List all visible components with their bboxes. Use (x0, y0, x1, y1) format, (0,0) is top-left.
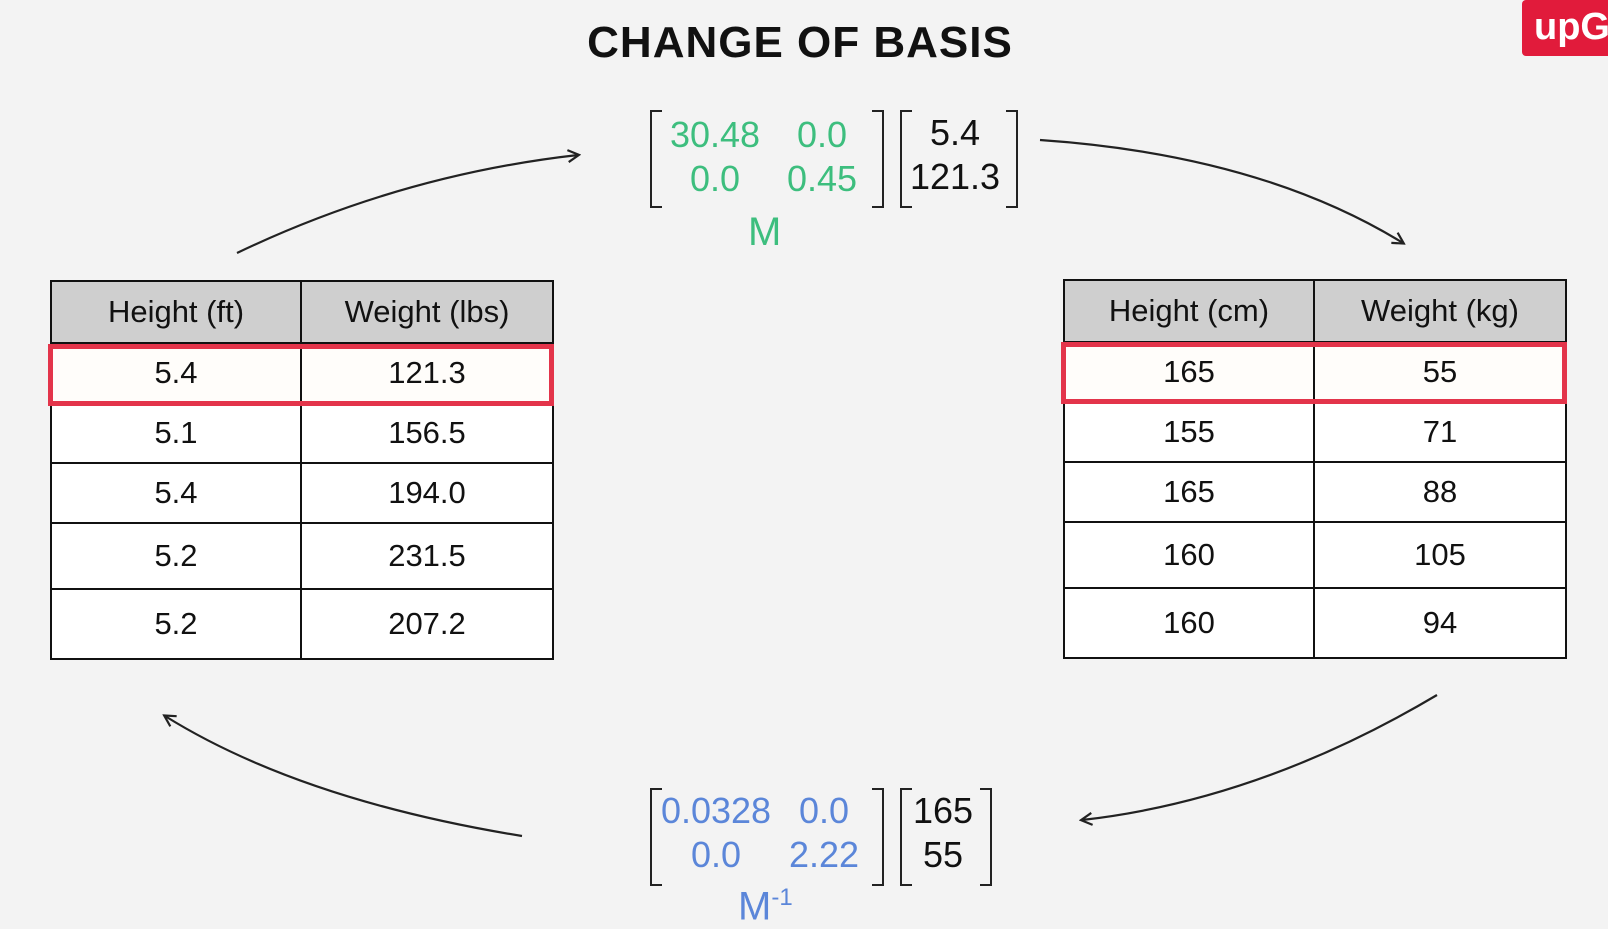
page-title: CHANGE OF BASIS (0, 18, 1608, 68)
title-text: CHANGE OF BASIS (587, 18, 1013, 67)
matrix-cell: 0.0328 (660, 790, 772, 831)
table-cell: 5.4 (50, 462, 302, 524)
matrix-bracket-left (650, 110, 662, 208)
matrix-cell: 0.0 (689, 158, 741, 199)
matrix-bracket-right (872, 788, 884, 886)
vector-bracket-right (1006, 110, 1018, 208)
matrix-cell: 30.48 (669, 114, 761, 155)
table-row: 5.4 194.0 (50, 462, 554, 524)
matrix-label: M-1 (738, 884, 793, 929)
table-row-highlighted: 5.4 121.3 (50, 342, 554, 404)
vector-bracket-right (980, 788, 992, 886)
table-cell: 121.3 (300, 342, 554, 404)
table-row: 160 94 (1063, 587, 1567, 659)
arrow-top-right (1039, 138, 1403, 243)
vector-bracket-left (900, 110, 912, 208)
table-cell: 165 (1063, 461, 1315, 523)
table-cell: 194.0 (300, 462, 554, 524)
arrow-bottom-left (165, 716, 523, 838)
matrix-cell: 0.0 (690, 834, 742, 875)
table-cell: 88 (1313, 461, 1567, 523)
table-row: 5.2 231.5 (50, 522, 554, 590)
vector-cell: 121.3 (909, 156, 1001, 197)
column-header: Weight (lbs) (300, 280, 554, 344)
table-cell: 165 (1063, 341, 1315, 403)
matrix-bracket-right (872, 110, 884, 208)
matrix-label-exponent: -1 (771, 884, 793, 911)
matrix-label-base: M (738, 884, 772, 929)
matrix-label: M (748, 210, 782, 254)
table-cell: 231.5 (300, 522, 554, 590)
table-metric: Height (cm) Weight (kg) 165 55 155 71 16… (1063, 279, 1567, 659)
table-row: 160 105 (1063, 521, 1567, 589)
table-header-row: Height (cm) Weight (kg) (1063, 279, 1567, 343)
table-cell: 160 (1063, 587, 1315, 659)
vector-cell: 55 (922, 834, 964, 875)
vector-bracket-left (900, 788, 912, 886)
table-cell: 155 (1063, 401, 1315, 463)
arrow-bottom-right (1082, 694, 1438, 820)
table-row-highlighted: 165 55 (1063, 341, 1567, 403)
table-cell: 156.5 (300, 402, 554, 464)
matrix-cell: 0.0 (796, 114, 848, 155)
matrix-cell: 0.0 (798, 790, 850, 831)
table-cell: 5.2 (50, 522, 302, 590)
table-cell: 5.1 (50, 402, 302, 464)
arrow-top-left (236, 155, 578, 254)
vector-cell: 5.4 (929, 112, 981, 153)
table-cell: 105 (1313, 521, 1567, 589)
column-header: Height (cm) (1063, 279, 1315, 343)
table-row: 165 88 (1063, 461, 1567, 523)
table-row: 5.1 156.5 (50, 402, 554, 464)
brand-logo: upG (1522, 0, 1608, 56)
table-cell: 71 (1313, 401, 1567, 463)
table-cell: 207.2 (300, 588, 554, 660)
column-header: Weight (kg) (1313, 279, 1567, 343)
table-cell: 5.2 (50, 588, 302, 660)
table-header-row: Height (ft) Weight (lbs) (50, 280, 554, 344)
matrix-cell: 2.22 (788, 834, 860, 875)
table-cell: 55 (1313, 341, 1567, 403)
table-cell: 160 (1063, 521, 1315, 589)
matrix-cell: 0.45 (786, 158, 858, 199)
column-header: Height (ft) (50, 280, 302, 344)
matrix-bracket-left (650, 788, 662, 886)
table-cell: 5.4 (50, 342, 302, 404)
table-row: 5.2 207.2 (50, 588, 554, 660)
table-cell: 94 (1313, 587, 1567, 659)
table-row: 155 71 (1063, 401, 1567, 463)
vector-cell: 165 (912, 790, 974, 831)
table-imperial: Height (ft) Weight (lbs) 5.4 121.3 5.1 1… (50, 280, 554, 660)
